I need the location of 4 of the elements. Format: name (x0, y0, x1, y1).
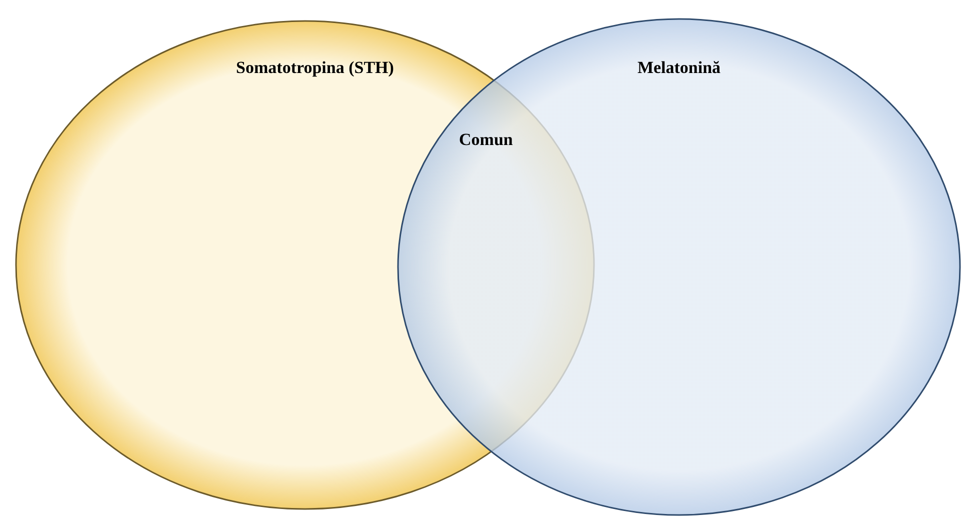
venn-ellipse (397, 18, 961, 516)
overlap-label: Comun (459, 130, 513, 150)
set-label: Somatotropina (STH) (236, 58, 394, 78)
set-label: Melatonină (637, 58, 721, 78)
